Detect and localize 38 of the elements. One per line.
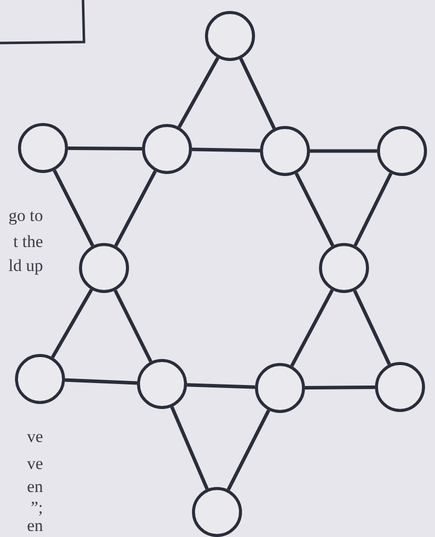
connector-line — [310, 149, 377, 153]
circle-node — [142, 124, 192, 174]
text-fragment: ”; — [30, 498, 43, 518]
circle-node — [375, 362, 425, 412]
connector-line — [114, 290, 152, 362]
connector-line — [304, 385, 376, 390]
circle-node — [15, 354, 65, 404]
connector-line — [239, 58, 276, 130]
connector-line — [226, 410, 270, 490]
connector-line — [353, 290, 391, 366]
connector-line — [52, 170, 94, 246]
circle-node — [137, 359, 187, 409]
circle-node — [260, 126, 310, 176]
circle-node — [205, 11, 255, 61]
circle-node — [18, 123, 68, 173]
text-fragment: ve — [26, 427, 43, 447]
text-fragment: en — [26, 516, 43, 536]
connector-line — [114, 170, 157, 247]
text-fragment: ld up — [8, 256, 43, 276]
connector-line — [68, 146, 142, 151]
text-fragment: ve — [26, 454, 43, 474]
connector-line — [192, 148, 260, 152]
connector-line — [170, 406, 209, 490]
connector-line — [354, 172, 392, 246]
connector-line — [64, 378, 138, 385]
circle-node — [377, 126, 427, 176]
connector-line — [178, 56, 220, 128]
connector-line — [50, 288, 94, 358]
text-fragment: go to — [8, 206, 43, 226]
connector-line — [290, 289, 334, 367]
circle-node — [255, 363, 305, 413]
circle-node — [319, 243, 369, 293]
circle-node — [79, 243, 129, 293]
connector-line — [186, 383, 256, 389]
text-fragment: t the — [13, 232, 43, 252]
text-fragment: en — [26, 477, 43, 497]
circle-node — [192, 487, 242, 537]
connector-line — [294, 172, 334, 246]
